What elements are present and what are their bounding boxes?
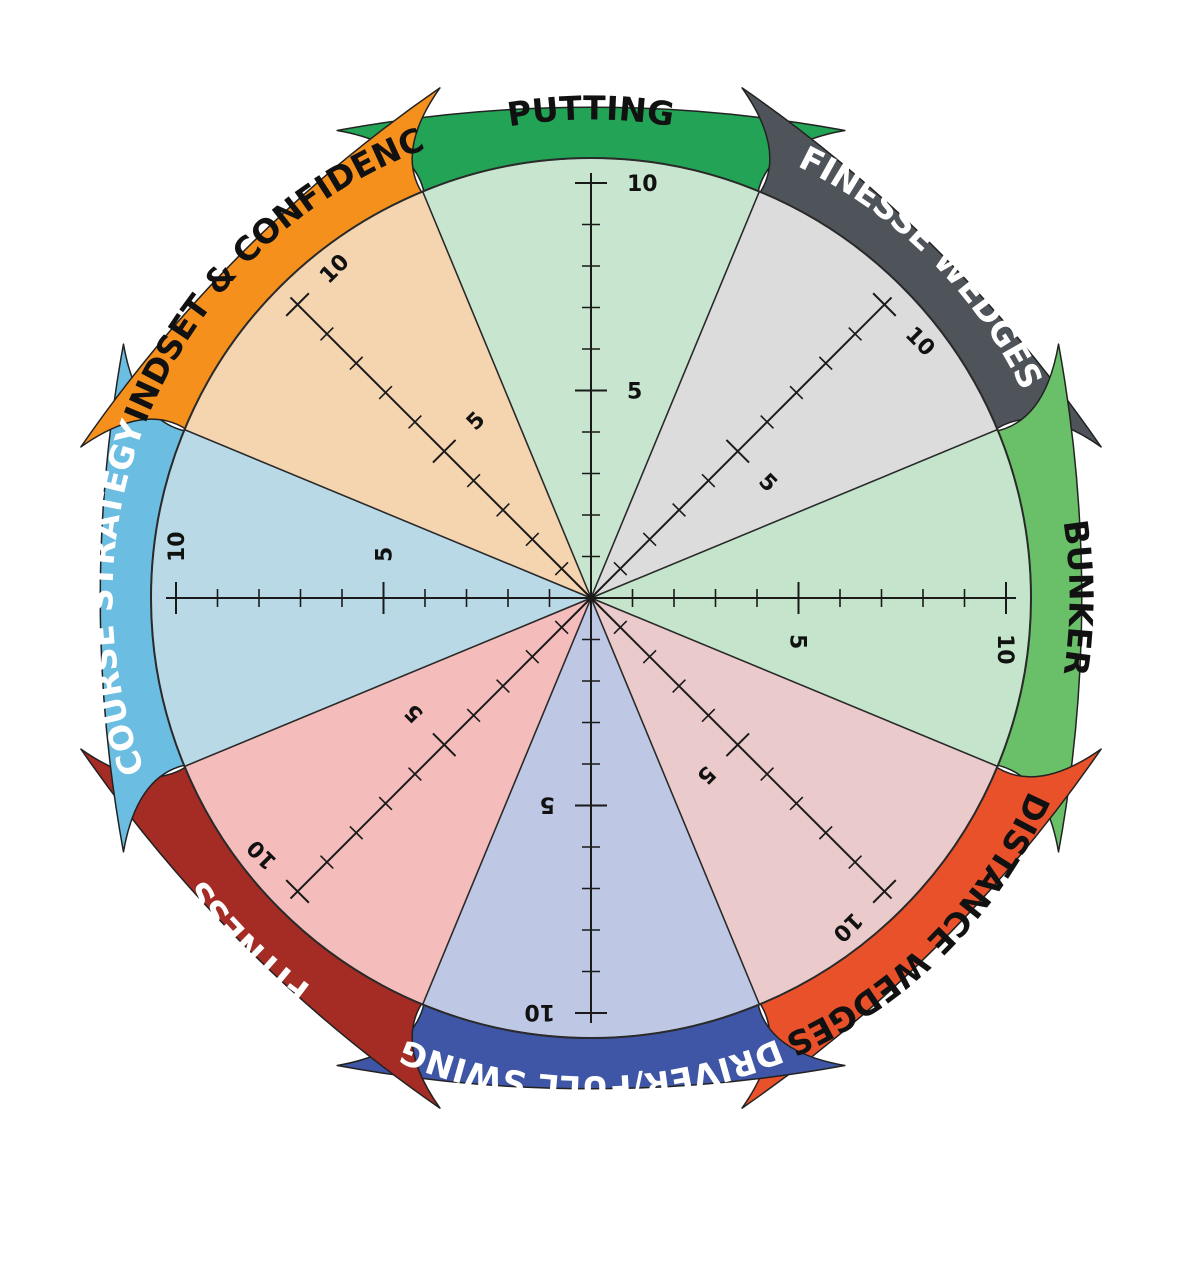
tick-minor (848, 326, 863, 341)
tick-minor (319, 326, 334, 341)
tick-minor (760, 767, 774, 781)
tick-minor (642, 649, 657, 664)
tick-minor (408, 767, 422, 781)
tick-minor (496, 503, 510, 517)
wheel-outline (150, 157, 1032, 1039)
tick-major (432, 439, 457, 464)
tick-major (285, 292, 310, 317)
tick-minor (613, 561, 628, 576)
tick-minor (789, 796, 804, 811)
tick-major (285, 879, 310, 904)
tick-minor (525, 532, 540, 547)
axis-course-strategy: 5 10 (165, 531, 591, 614)
tick-minor (848, 855, 863, 870)
tick-minor (408, 415, 422, 429)
axis-line (590, 296, 893, 599)
tick-minor (349, 356, 364, 371)
score-label-5: 5 (627, 380, 642, 405)
axis-finesse-wedges: 510 (590, 292, 939, 599)
tick-major (725, 732, 750, 757)
tick-minor (554, 561, 569, 576)
score-label-10: 10 (992, 634, 1017, 665)
axis-line (289, 597, 592, 900)
tick-minor (642, 532, 657, 547)
tick-minor (319, 855, 334, 870)
score-label-5: 5 (785, 634, 810, 649)
tab-mindset-confidence (80, 87, 441, 448)
score-label-5: 5 (373, 547, 398, 562)
label-bunker: BUNKER (1056, 517, 1101, 678)
tick-minor (701, 708, 716, 723)
tick-major (872, 292, 897, 317)
tick-minor (466, 473, 481, 488)
tick-minor (496, 679, 510, 693)
score-label-10: 10 (524, 999, 555, 1024)
tick-minor (672, 503, 686, 517)
tick-major (432, 732, 457, 757)
tick-minor (349, 825, 364, 840)
tick-minor (701, 473, 716, 488)
tick-minor (789, 385, 804, 400)
tick-major (872, 879, 897, 904)
score-label-10: 10 (165, 531, 190, 562)
label-putting: PUTTING (505, 88, 678, 134)
tick-minor (672, 679, 686, 693)
tick-minor (613, 620, 628, 635)
tick-minor (466, 708, 481, 723)
axis-putting: 5 10 (575, 172, 658, 598)
score-label-5: 5 (540, 792, 555, 817)
score-label-10: 10 (627, 172, 658, 197)
tick-major (725, 439, 750, 464)
tick-minor (378, 796, 393, 811)
axis-line (590, 597, 893, 900)
tick-minor (525, 649, 540, 664)
axis-line (289, 296, 592, 599)
axis-bunker: 5 10 (591, 582, 1017, 665)
tick-minor (818, 356, 833, 371)
tick-minor (554, 620, 569, 635)
axis-driver-full-swing: 5 10 (524, 598, 607, 1024)
tick-minor (818, 825, 833, 840)
tick-minor (378, 385, 393, 400)
tick-minor (760, 415, 774, 429)
segment-tabs (80, 87, 1102, 1109)
